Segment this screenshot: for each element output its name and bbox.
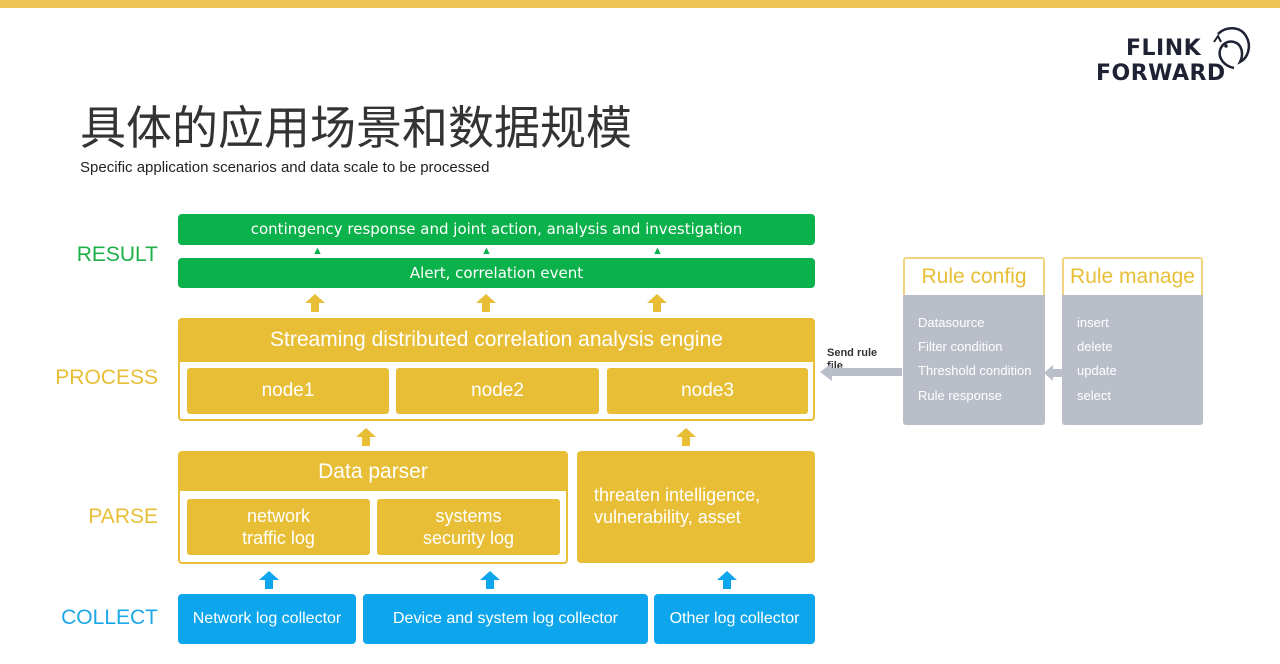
rule-manage-item: delete	[1077, 339, 1113, 354]
engine-node-3: node3	[607, 368, 808, 414]
rule-config-item: Filter condition	[918, 339, 1003, 354]
top-accent-bar	[0, 0, 1280, 8]
send-rule-line1: Send rule	[827, 347, 878, 359]
rule-config-item: Rule response	[918, 388, 1002, 403]
rule-config-item: Datasource	[918, 315, 985, 330]
rule-config-item: Threshold condition	[918, 363, 1032, 378]
threat-intelligence-box: threaten intelligence, vulnerability, as…	[577, 451, 815, 563]
up-arrow-icon	[647, 294, 667, 312]
rule-config-title: Rule config	[903, 257, 1045, 295]
engine-node-1: node1	[187, 368, 389, 414]
collector-other: Other log collector	[654, 594, 815, 644]
rule-manage-title: Rule manage	[1062, 257, 1203, 295]
up-arrow-icon	[717, 571, 737, 589]
up-arrow-icon	[259, 571, 279, 589]
flink-forward-logo: FLINK FORWARD	[1096, 24, 1256, 88]
up-arrow-icon	[356, 428, 376, 446]
data-parser-box: Data parser network traffic log systems …	[178, 451, 568, 564]
up-arrow-icon	[305, 294, 325, 312]
correlation-engine-box: Streaming distributed correlation analys…	[178, 318, 815, 421]
layer-label-collect: COLLECT	[61, 606, 158, 629]
rule-manage-item: update	[1077, 363, 1117, 378]
parser-node-systems-line2: security log	[422, 528, 515, 548]
rule-manage-item: insert	[1077, 315, 1109, 330]
squirrel-icon	[1213, 27, 1251, 70]
threat-line2: vulnerability, asset	[594, 507, 741, 527]
left-arrow-icon	[820, 363, 902, 381]
logo-text-line2: FORWARD	[1096, 61, 1226, 86]
parser-title: Data parser	[180, 453, 566, 491]
engine-node-2: node2	[396, 368, 599, 414]
page-title: 具体的应用场景和数据规模	[80, 101, 632, 155]
collector-network: Network log collector	[178, 594, 356, 644]
small-up-arrow-icon: ▲	[481, 245, 492, 257]
small-up-arrow-icon: ▲	[312, 245, 323, 257]
rule-manage-body: insert delete update select	[1062, 295, 1203, 425]
parser-node-network-line2: traffic log	[242, 528, 315, 548]
threat-line1: threaten intelligence,	[594, 485, 761, 505]
layer-label-result: RESULT	[76, 243, 158, 266]
rule-config-panel: Rule config Datasource Filter condition …	[903, 257, 1045, 425]
result-response-bar: contingency response and joint action, a…	[178, 214, 815, 245]
alert-event-bar: Alert, correlation event	[178, 258, 815, 288]
parser-node-network-line1: network	[246, 506, 311, 526]
up-arrow-icon	[480, 571, 500, 589]
page-subtitle: Specific application scenarios and data …	[80, 159, 490, 176]
engine-title: Streaming distributed correlation analys…	[180, 320, 813, 362]
rule-config-body: Datasource Filter condition Threshold co…	[903, 295, 1045, 425]
up-arrow-icon	[476, 294, 496, 312]
parser-node-network: network traffic log	[187, 499, 370, 555]
rule-manage-item: select	[1077, 388, 1111, 403]
small-up-arrow-icon: ▲	[652, 245, 663, 257]
layer-label-process: PROCESS	[55, 366, 158, 389]
logo-text-line1: FLINK	[1126, 36, 1202, 61]
parser-node-systems-line1: systems	[435, 506, 502, 526]
up-arrow-icon	[676, 428, 696, 446]
layer-label-parse: PARSE	[88, 505, 158, 528]
rule-manage-panel: Rule manage insert delete update select	[1062, 257, 1203, 425]
collector-device-system: Device and system log collector	[363, 594, 648, 644]
left-arrow-icon	[1044, 365, 1062, 381]
parser-node-systems: systems security log	[377, 499, 560, 555]
